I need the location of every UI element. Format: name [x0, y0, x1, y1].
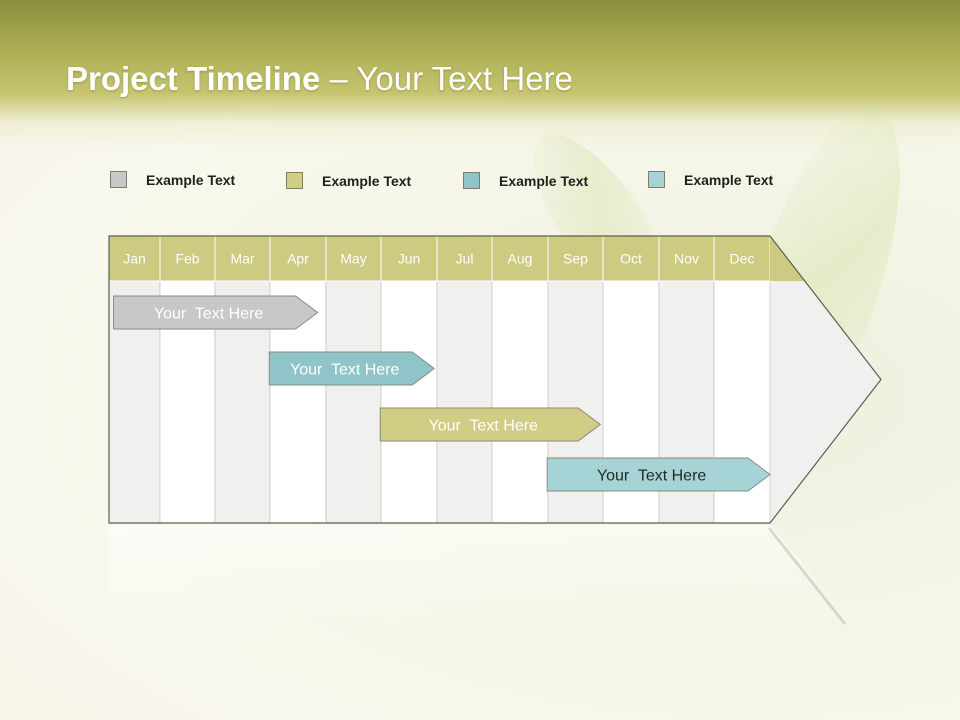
- month-label: May: [340, 251, 366, 267]
- month-header-cell: [491, 235, 549, 282]
- legend-swatch: [286, 172, 303, 189]
- arrow-head-body: [770, 236, 881, 523]
- month-label: Jul: [456, 251, 474, 267]
- month-label: Sep: [563, 251, 588, 267]
- title-rest: – Your Text Here: [320, 60, 573, 97]
- timeline-bar-label: Your Text Here: [154, 306, 264, 323]
- month-label: Nov: [674, 251, 699, 267]
- month-label: Dec: [730, 251, 755, 267]
- reflection-edge: [768, 527, 846, 625]
- month-header-cell: [325, 235, 382, 282]
- legend-label: Example Text: [684, 172, 774, 188]
- legend-label: Example Text: [322, 173, 412, 189]
- timeline-reflection: [109, 525, 851, 633]
- month-label: Mar: [230, 251, 254, 267]
- month-column: [436, 280, 493, 524]
- month-header-cell: [713, 235, 771, 282]
- header-band: [0, 0, 960, 150]
- month-header-cell: [547, 235, 604, 282]
- page-title: Project Timeline – Your Text Here: [66, 60, 573, 98]
- month-header-cell: [269, 235, 327, 282]
- timeline-bar-label: Your Text Here: [290, 362, 400, 379]
- legend-label: Example Text: [146, 172, 236, 188]
- month-column: [491, 280, 549, 524]
- timeline-outline: [108, 235, 882, 524]
- month-header-cell: [658, 235, 715, 282]
- month-label: Jun: [398, 251, 421, 267]
- month-header-cell: [159, 235, 216, 282]
- legend-swatch: [648, 171, 665, 188]
- month-header-cell: [380, 235, 438, 282]
- legend-label: Example Text: [499, 173, 589, 189]
- month-label: Feb: [175, 251, 199, 267]
- legend-swatch: [463, 172, 480, 189]
- timeline-bar: [546, 457, 771, 492]
- timeline-bar-label: Your Text Here: [597, 468, 707, 485]
- month-header-cell: [214, 235, 271, 282]
- timeline-bar: [379, 407, 602, 442]
- timeline-bar: [113, 295, 319, 330]
- month-column: [325, 280, 382, 524]
- month-header-cell: [602, 235, 660, 282]
- month-label: Jan: [123, 251, 146, 267]
- month-label: Apr: [287, 251, 309, 267]
- title-bold: Project Timeline: [66, 60, 321, 97]
- month-column: [380, 280, 438, 524]
- month-label: Aug: [508, 251, 533, 267]
- legend-swatch: [110, 171, 127, 188]
- month-label: Oct: [620, 251, 642, 267]
- timeline-bar-label: Your Text Here: [429, 418, 539, 435]
- timeline-bar: [268, 351, 436, 386]
